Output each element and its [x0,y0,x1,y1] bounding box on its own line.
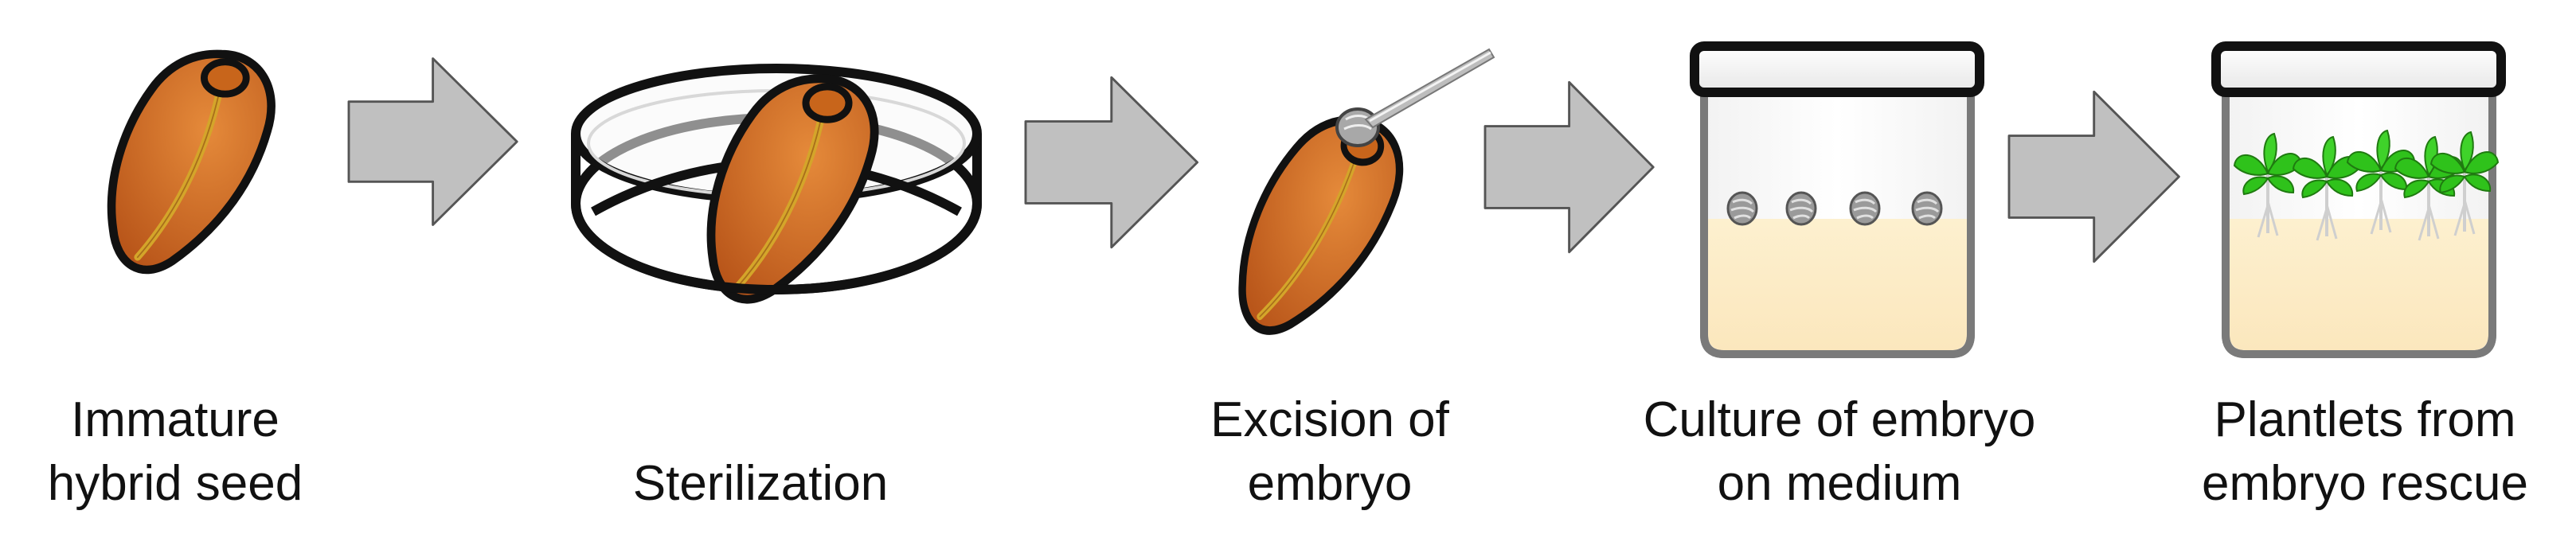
caption-culture: Culture of embryo on medium [1609,388,2070,516]
seed-icon [111,54,272,270]
caption-plantlets: Plantlets from embryo rescue [2174,388,2556,516]
excised-seed-icon [1235,48,1495,345]
arrow-right-icon [1483,80,1655,254]
caption-line: Plantlets from [2214,392,2516,447]
plantlet-jar-icon [2211,41,2506,358]
arrow-right-icon [2007,90,2180,263]
arrow-right-icon [1024,76,1199,249]
caption-line: embryo rescue [2201,456,2529,511]
caption-immature-seed: Immature hybrid seed [32,388,319,516]
caption-line: Immature [71,392,279,447]
caption-line: Sterilization [632,456,889,511]
caption-line: embryo [1247,456,1413,511]
caption-line: Excision of [1210,392,1449,447]
caption-line: hybrid seed [47,456,303,511]
petri-dish-icon [571,64,982,299]
caption-sterilization: Sterilization [581,452,940,516]
culture-jar-icon [1690,41,1984,358]
arrow-right-icon [347,57,518,226]
caption-line: Culture of embryo [1643,392,2036,447]
caption-excision: Excision of embryo [1171,388,1489,516]
caption-line: on medium [1717,456,1962,511]
